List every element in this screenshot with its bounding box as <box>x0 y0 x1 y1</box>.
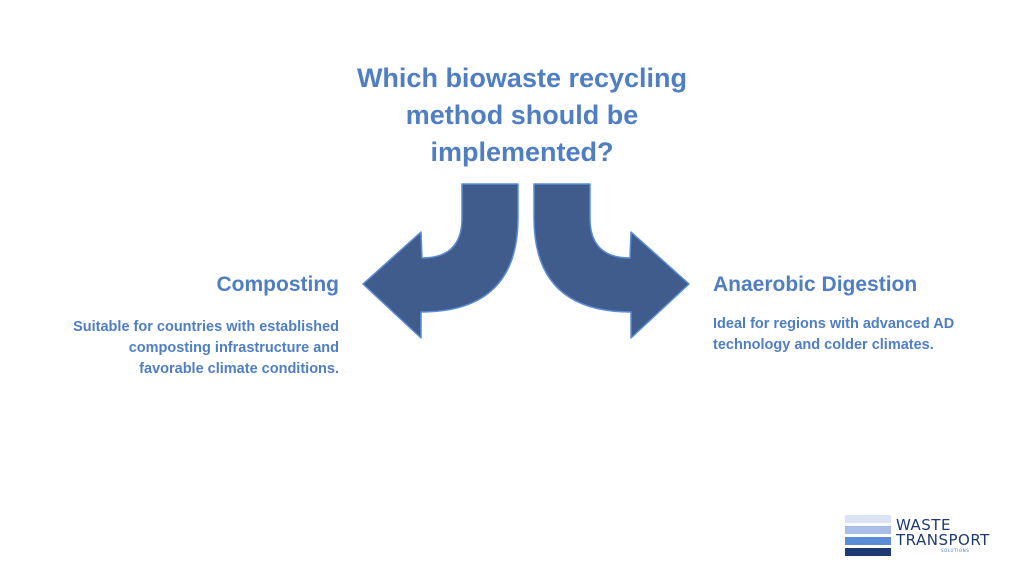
logo-stripe-2 <box>845 526 891 534</box>
logo-stripe-3 <box>845 537 891 545</box>
logo-word-solutions: SOLUTIONS <box>941 548 970 553</box>
question-title: Which biowaste recycling method should b… <box>356 63 688 167</box>
option-anaerobic-digestion-heading: Anaerobic Digestion <box>713 273 918 296</box>
waste-transport-logo: WASTE TRANSPORT SOLUTIONS <box>845 513 1015 559</box>
right-curved-arrow <box>533 183 690 339</box>
option-composting-heading: Composting <box>216 273 339 296</box>
left-curved-arrow <box>362 183 519 339</box>
logo-stripe-4 <box>845 548 891 556</box>
logo-word-transport: TRANSPORT <box>896 531 990 549</box>
option-composting-description: Suitable for countries with established … <box>73 319 339 377</box>
logo-word-waste: WASTE <box>896 516 951 534</box>
logo-stripe-1 <box>845 515 891 523</box>
option-anaerobic-digestion-description: Ideal for regions with advanced AD techn… <box>713 316 955 353</box>
